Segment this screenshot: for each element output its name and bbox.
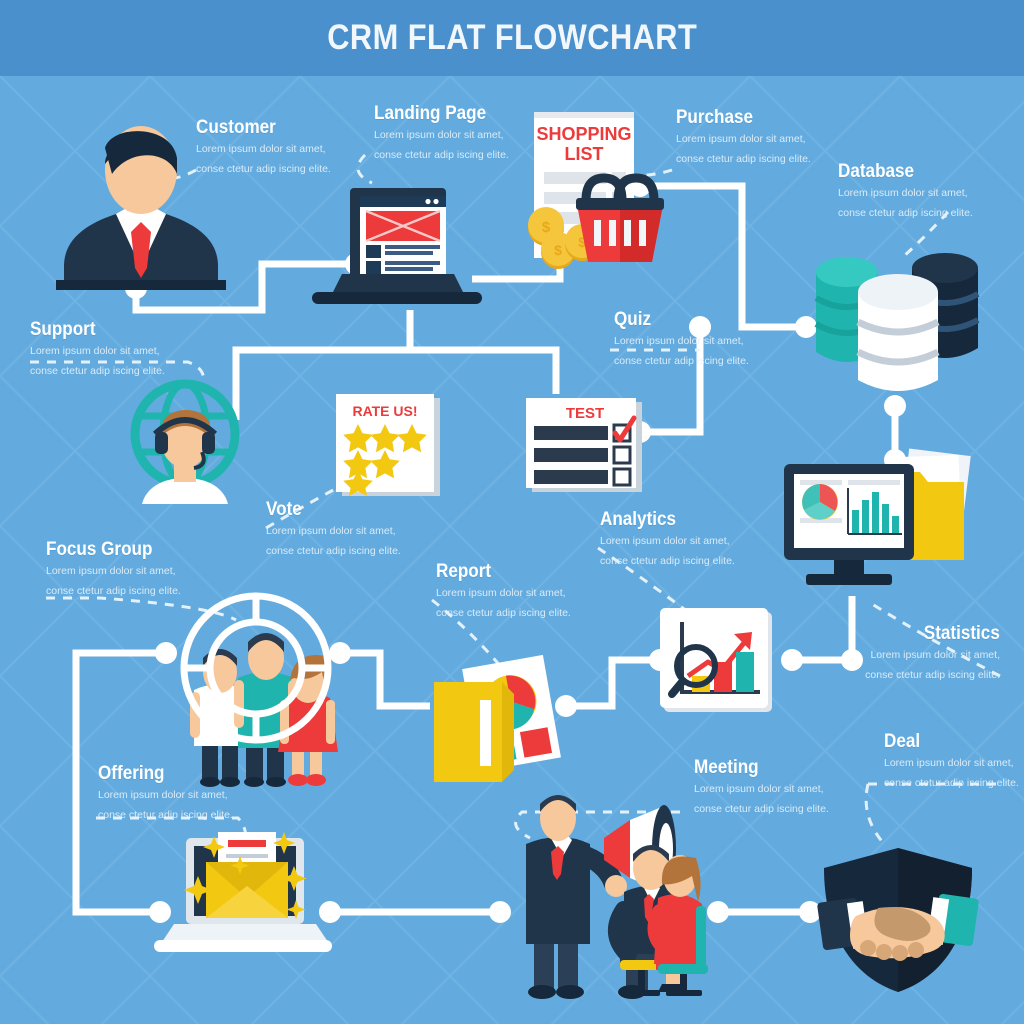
analytics-icon <box>656 604 776 716</box>
purchase-icon: SHOPPING LIST $ $ $ <box>512 112 664 282</box>
svg-text:LIST: LIST <box>565 144 604 164</box>
header-band: CRM FLAT FLOWCHART <box>0 0 1024 76</box>
landing-page-icon <box>312 188 482 306</box>
label-analytics: Analytics Lorem ipsum dolor sit amet, co… <box>600 509 735 568</box>
label-landing-page: Landing Page Lorem ipsum dolor sit amet,… <box>374 103 509 162</box>
label-support: Support Lorem ipsum dolor sit amet, cons… <box>30 319 165 378</box>
focus-group-icon <box>168 592 344 790</box>
label-database: Database Lorem ipsum dolor sit amet, con… <box>838 161 973 220</box>
label-statistics: Statistics Lorem ipsum dolor sit amet, c… <box>865 623 1000 682</box>
statistics-icon <box>778 448 978 598</box>
offering-icon <box>148 828 338 956</box>
label-meeting: Meeting Lorem ipsum dolor sit amet, cons… <box>694 757 829 816</box>
svg-text:RATE US!: RATE US! <box>352 403 417 419</box>
svg-text:SHOPPING: SHOPPING <box>536 124 631 144</box>
label-deal: Deal Lorem ipsum dolor sit amet, conse c… <box>884 731 1019 790</box>
svg-text:TEST: TEST <box>566 405 604 422</box>
report-icon <box>428 654 574 796</box>
quiz-icon: TEST <box>524 396 646 496</box>
label-offering: Offering Lorem ipsum dolor sit amet, con… <box>98 763 233 822</box>
label-report: Report Lorem ipsum dolor sit amet, conse… <box>436 561 571 620</box>
customer-icon <box>56 118 226 290</box>
meeting-icon <box>508 788 722 1000</box>
support-icon <box>122 379 248 504</box>
svg-text:$: $ <box>554 242 562 258</box>
label-customer: Customer Lorem ipsum dolor sit amet, con… <box>196 117 331 176</box>
page-title: CRM FLAT FLOWCHART <box>326 18 698 57</box>
label-purchase: Purchase Lorem ipsum dolor sit amet, con… <box>676 107 811 166</box>
svg-text:$: $ <box>578 234 586 250</box>
vote-icon: RATE US! <box>334 392 444 500</box>
database-icon <box>808 246 982 408</box>
label-vote: Vote Lorem ipsum dolor sit amet, conse c… <box>266 499 401 558</box>
deal-icon <box>816 846 980 994</box>
label-focus-group: Focus Group Lorem ipsum dolor sit amet, … <box>46 539 181 598</box>
label-quiz: Quiz Lorem ipsum dolor sit amet, conse c… <box>614 309 749 368</box>
svg-text:$: $ <box>542 219 551 236</box>
